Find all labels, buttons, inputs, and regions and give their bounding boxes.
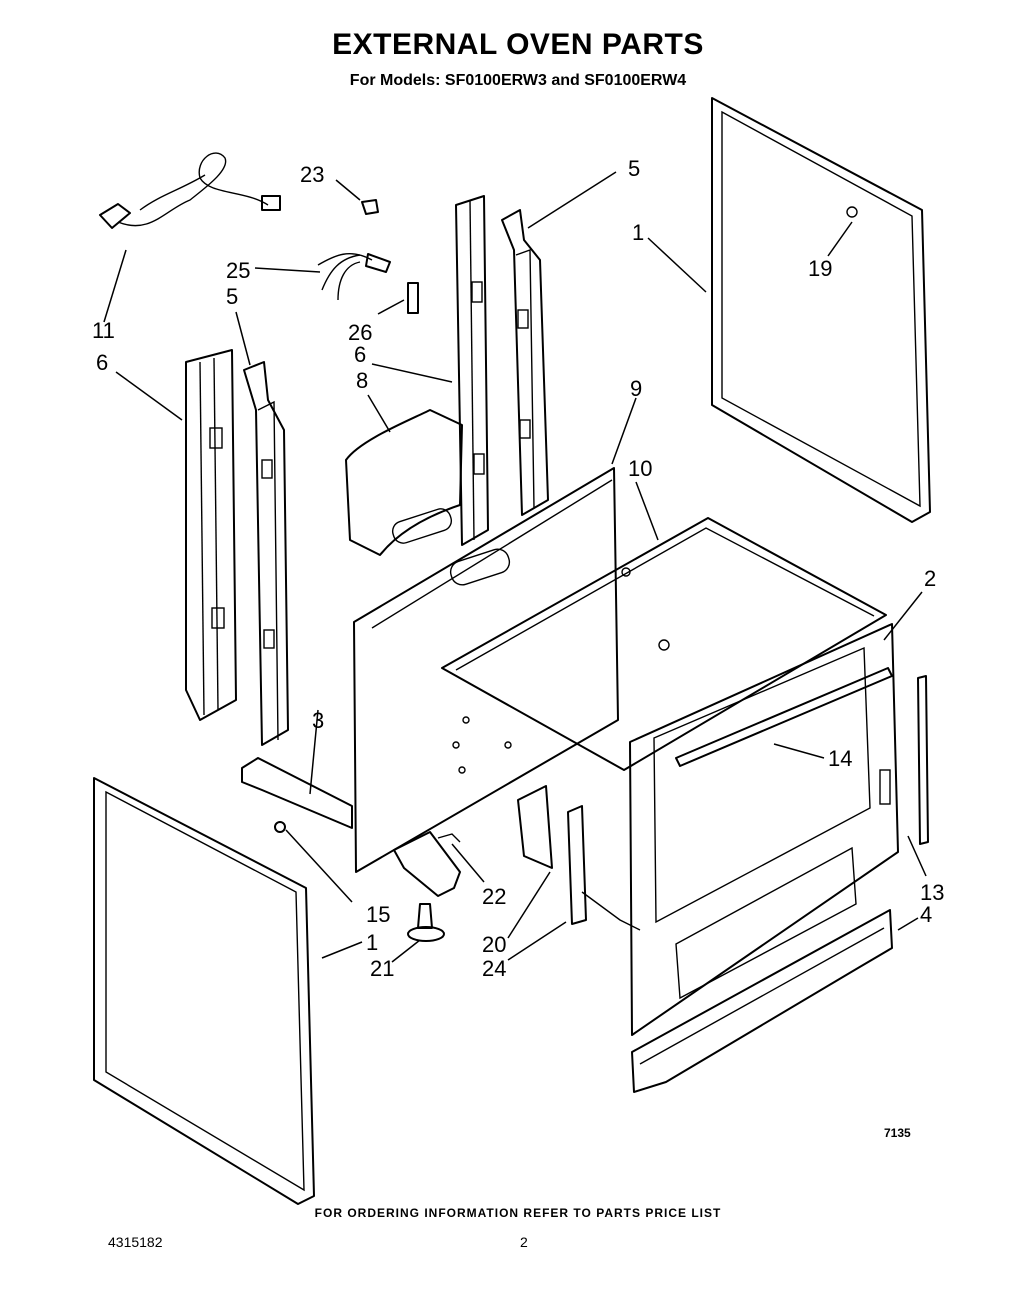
top-panel-part [441,517,887,771]
callout-21: 21 [370,956,394,981]
callout-19: 19 [808,256,832,281]
right-side-panel-part [711,97,931,523]
left-side-panel-part [93,777,315,1205]
left-side-channel-part [185,349,237,721]
wire-harness-part [317,252,391,301]
support-rod-part [675,667,893,767]
callout-22: 22 [482,884,506,909]
callout-1-top: 1 [632,220,644,245]
page-number: 2 [520,1234,528,1250]
callout-6-mid: 6 [354,342,366,367]
ordering-note: FOR ORDERING INFORMATION REFER TO PARTS … [314,1206,722,1220]
callout-1-bottom: 1 [366,930,378,955]
clip-part [361,199,379,215]
callout-4: 4 [920,902,932,927]
callout-8: 8 [356,368,368,393]
callout-20: 20 [482,932,506,957]
left-hinge-channel-part [243,361,289,746]
power-cord-part [99,152,281,229]
callout-labels: 23 5 1 19 25 11 5 26 6 6 8 9 10 2 3 14 1… [92,156,944,981]
hinge-bracket-part [517,785,553,869]
page-title: EXTERNAL OVEN PARTS [332,28,704,61]
rear-side-channel-part [455,195,489,546]
callout-26: 26 [348,320,372,345]
callout-11: 11 [92,318,115,343]
leader-lines [103,171,927,963]
vent-duct-part [345,409,463,556]
kick-plate-part [631,909,893,1093]
callout-15: 15 [366,902,390,927]
callout-3: 3 [312,708,324,733]
callout-24: 24 [482,956,506,981]
base-bracket-part [241,757,353,829]
callout-14: 14 [828,746,852,771]
bracket-small-part [407,282,419,314]
leveling-bracket-part [393,831,461,897]
door-hinge-part [567,805,641,931]
callout-9: 9 [630,376,642,401]
figure-number: 7135 [884,1126,911,1140]
callout-25: 25 [226,258,250,283]
callout-23: 23 [300,162,324,187]
callout-2: 2 [924,566,936,591]
leveling-leg-part [407,903,445,942]
callout-10: 10 [628,456,652,481]
rear-panel-part [353,467,619,873]
callout-6-left: 6 [96,350,108,375]
callout-13: 13 [920,880,944,905]
models-subtitle: For Models: SF0100ERW3 and SF0100ERW4 [349,72,687,89]
rear-hinge-channel-part [501,209,549,516]
callout-5-left: 5 [226,284,238,309]
document-number: 4315182 [108,1234,163,1250]
front-frame-part [629,623,899,1036]
screw-part [274,821,286,833]
trim-strip-part [917,675,929,845]
callout-5-top: 5 [628,156,640,181]
